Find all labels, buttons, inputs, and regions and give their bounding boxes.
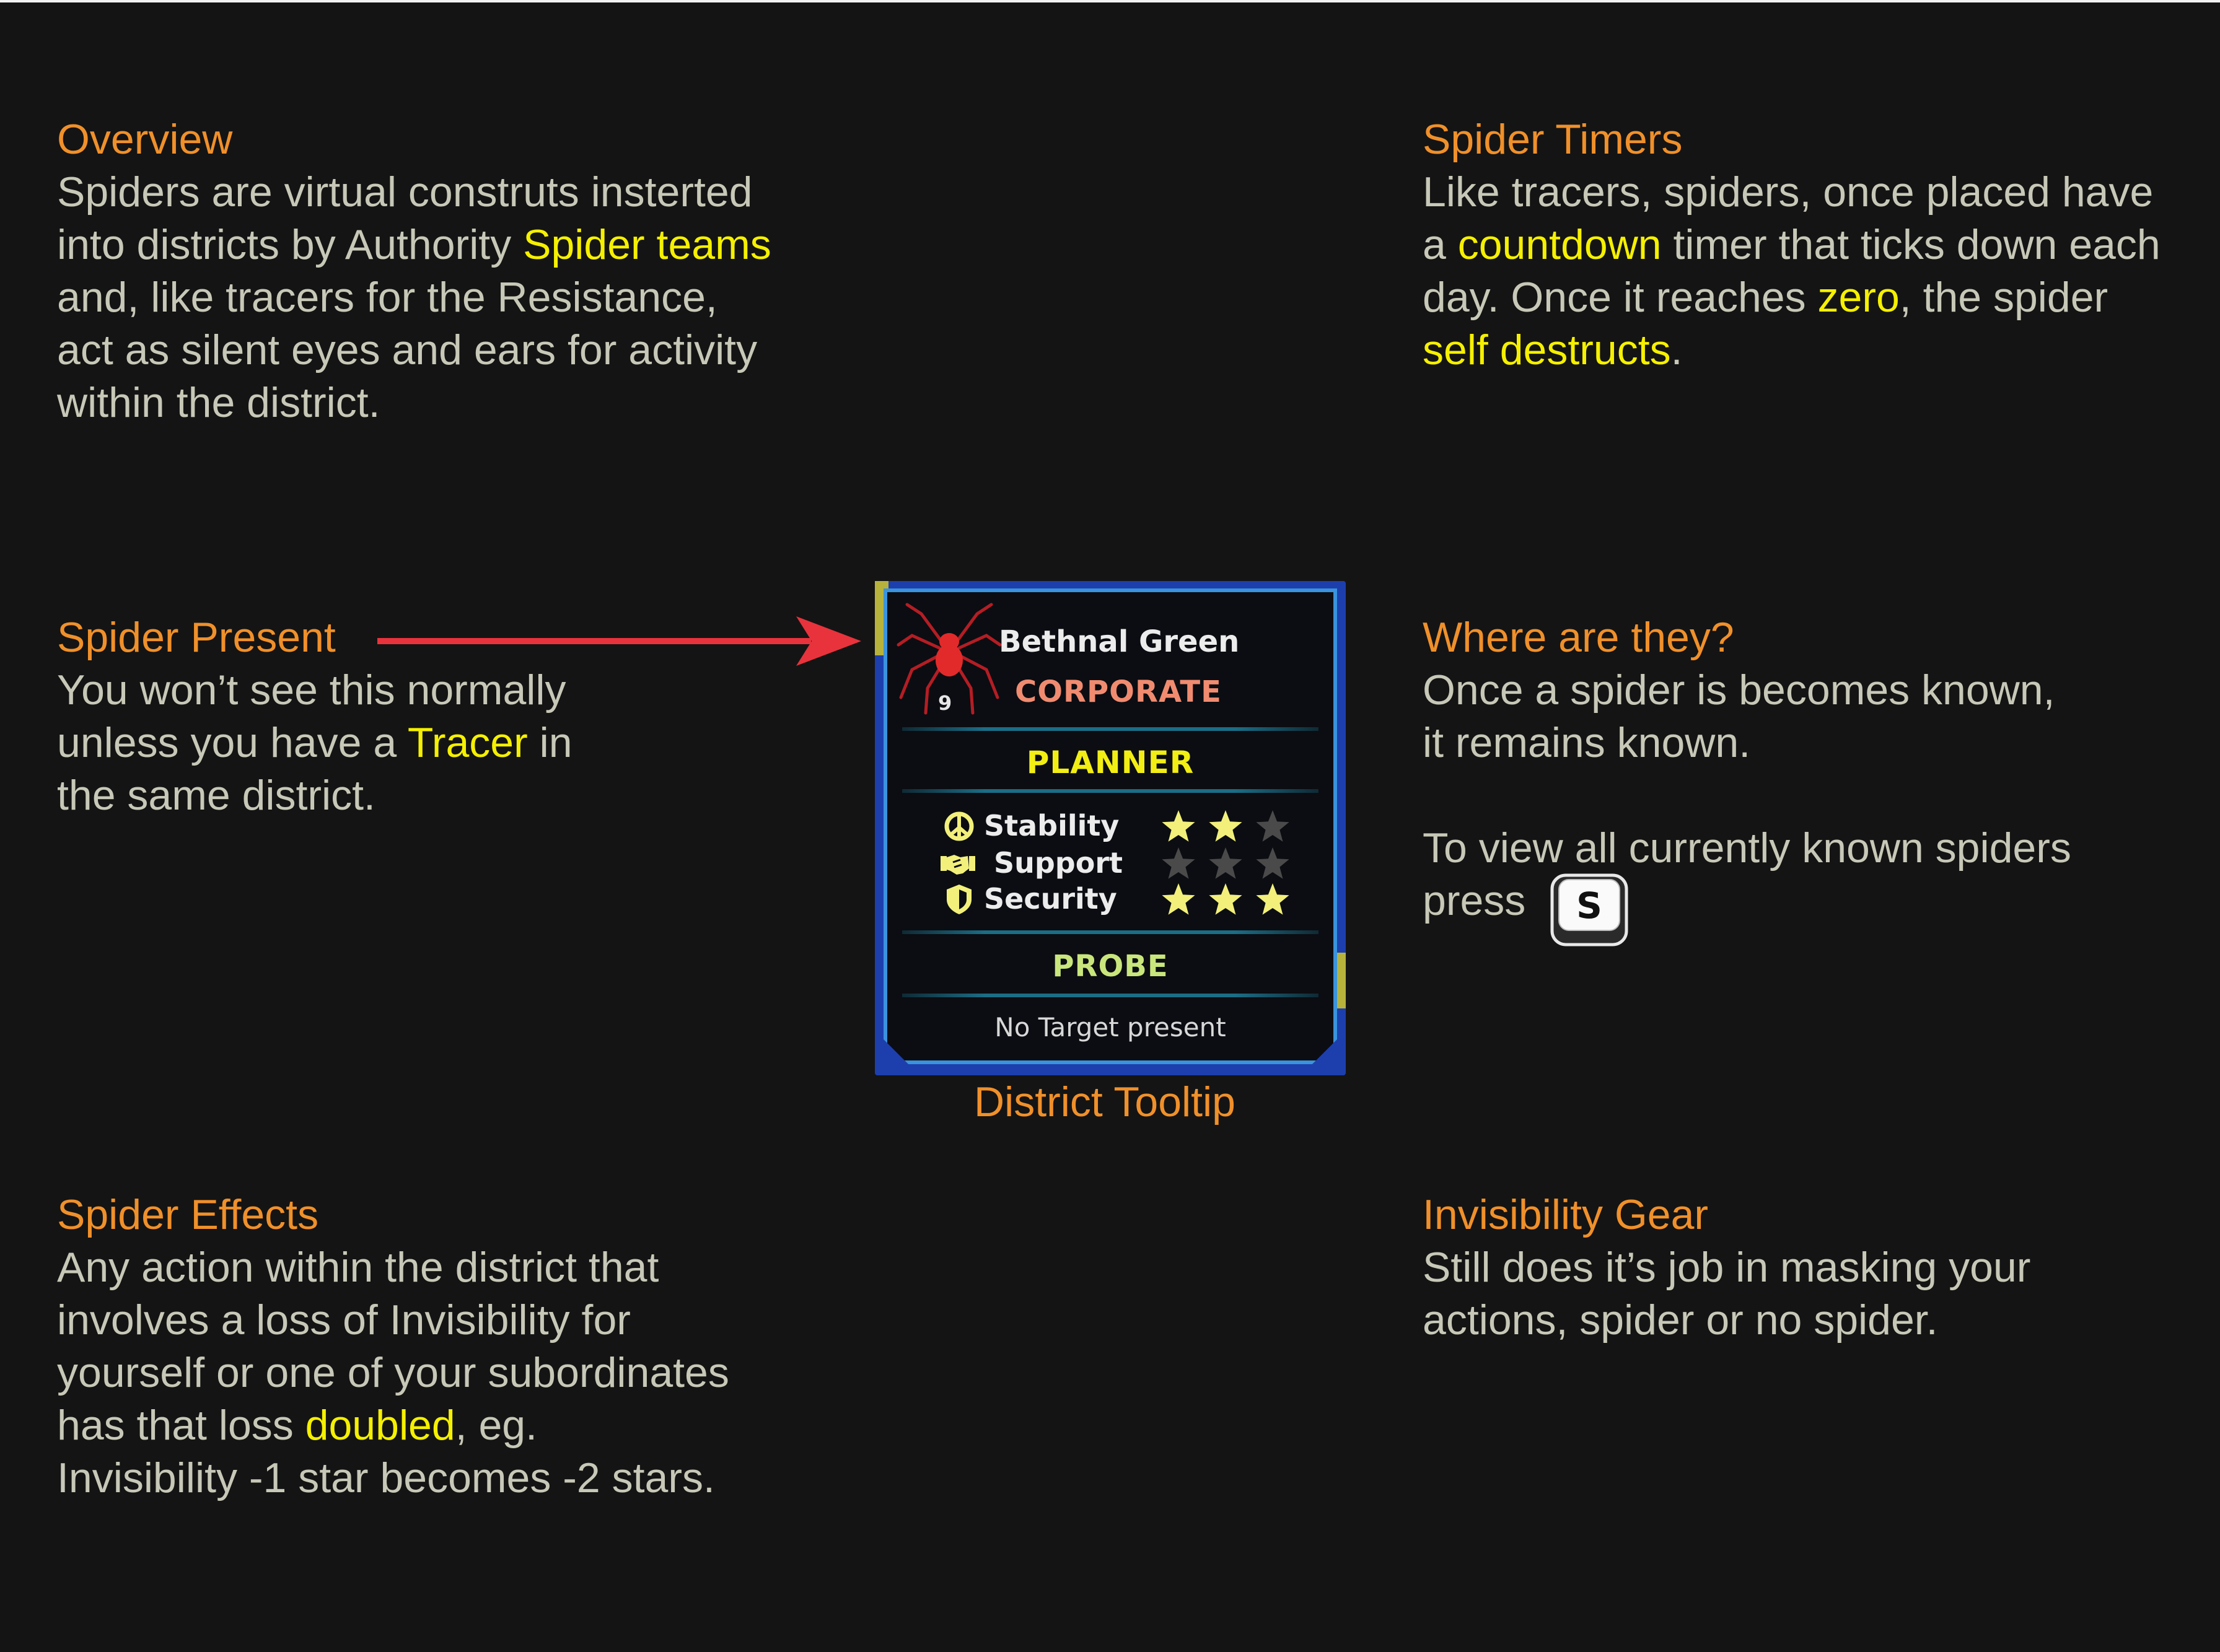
zero-highlight: zero [1817,274,1900,321]
where-line: Once a spider is becomes known, [1423,666,2055,714]
stat-label: Security [984,882,1117,916]
faction-label: CORPORATE [1015,675,1222,709]
overview-line: into districts by Authority Spider teams [57,221,771,268]
star-filled-icon [1162,883,1195,915]
gear-line: Still does it’s job in masking your [1423,1244,2031,1291]
countdown-highlight: countdown [1457,221,1662,268]
star-filled-icon [1209,883,1242,915]
s-key-label: S [1576,885,1602,927]
probe-label: PROBE [1052,949,1169,984]
spider-effects-heading: Spider Effects [57,1191,319,1238]
effects-line: has that loss doubled, eg. [57,1402,538,1449]
where-line: it remains known. [1423,719,1751,766]
invisibility-gear-section: Invisibility Gear Still does it’s job in… [1423,1188,2030,1347]
star-empty-icon [1162,847,1195,879]
present-line: the same district. [57,772,375,819]
where-section: Where are they? Once a spider is becomes… [1423,611,2071,927]
s-key-icon: S [1550,873,1628,946]
star-empty-icon [1256,847,1289,879]
stat-label: Stability [984,809,1120,842]
spider-timers-heading: Spider Timers [1423,116,1683,163]
handshake-icon [939,847,976,880]
star-filled-icon [1209,810,1242,842]
spider-icon [893,598,1005,716]
effects-line: Any action within the district that [57,1244,659,1291]
where-spacer [1423,769,2071,822]
shield-icon [943,883,975,916]
tracer-highlight: Tracer [407,719,528,766]
present-line: unless you have a Tracer in [57,719,573,766]
support-stars [1160,845,1296,882]
gear-line: actions, spider or no spider. [1423,1296,1938,1344]
where-line: To view all currently known spiders [1423,824,2071,872]
star-filled-icon [1256,883,1289,915]
role-label: PLANNER [1026,745,1195,780]
spider-timers-section: Spider Timers Like tracers, spiders, onc… [1423,113,2161,377]
stat-row-stability: Stability [943,809,1290,844]
stat-row-support: Support [943,846,1290,881]
tooltip-caption: District Tooltip [974,1078,1235,1125]
pointer-arrow [377,616,861,666]
target-status: No Target present [994,1012,1226,1042]
timers-line: day. Once it reaches zero, the spider [1423,274,2108,321]
effects-line: yourself or one of your subordinates [57,1349,729,1396]
star-empty-icon [1256,810,1289,842]
overview-line: act as silent eyes and ears for activity [57,326,758,374]
present-line: You won’t see this normally [57,666,566,714]
tooltip-panel: Bethnal Green CORPORATE 9 PLANNER Stabil… [884,588,1337,1064]
where-line: press [1423,877,1526,924]
spider-present-section: Spider Present You won’t see this normal… [57,611,573,822]
timers-line: a countdown timer that ticks down each [1423,221,2161,268]
overview-line: within the district. [57,379,380,426]
security-stars [1160,881,1296,918]
self-destructs-highlight: self destructs [1423,326,1671,374]
spider-present-heading: Spider Present [57,614,336,661]
stat-row-security: Security [943,882,1290,917]
spider-count: 9 [938,691,952,715]
where-heading: Where are they? [1423,614,1734,661]
effects-line: involves a loss of Invisibility for [57,1296,631,1344]
district-name: Bethnal Green [999,624,1240,659]
overview-line: Spiders are virtual construts insterted [57,168,753,216]
stat-label: Support [994,846,1123,880]
spider-effects-section: Spider Effects Any action within the dis… [57,1188,729,1505]
top-border [0,0,2220,2]
invisibility-gear-heading: Invisibility Gear [1423,1191,1709,1238]
effects-line: Invisibility -1 star becomes -2 stars. [57,1454,715,1501]
divider [902,994,1318,997]
divider [902,727,1318,731]
overview-line: and, like tracers for the Resistance, [57,274,717,321]
overview-heading: Overview [57,116,233,163]
doubled-highlight: doubled [305,1402,455,1449]
tooltip-edge-accent [1337,953,1346,1008]
timers-line: Like tracers, spiders, once placed have [1423,168,2154,216]
star-empty-icon [1209,847,1242,879]
district-tooltip[interactable]: Bethnal Green CORPORATE 9 PLANNER Stabil… [875,581,1346,1075]
divider [902,930,1318,934]
overview-section: Overview Spiders are virtual construts i… [57,113,771,429]
timers-line: self destructs. [1423,326,1683,374]
stability-stars [1160,808,1296,845]
star-filled-icon [1162,810,1195,842]
spider-teams-highlight: Spider teams [523,221,771,268]
divider [902,789,1318,793]
peace-icon [943,810,975,842]
